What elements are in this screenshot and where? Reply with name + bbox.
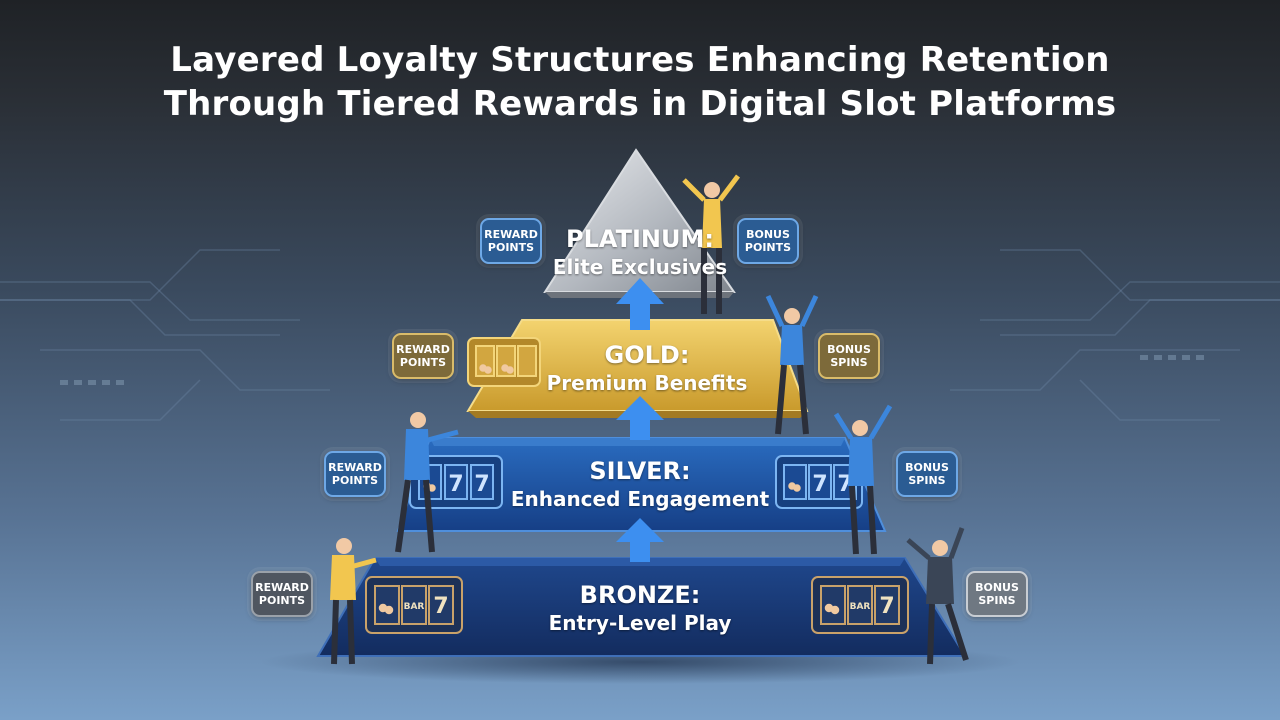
person-silver-right bbox=[833, 404, 893, 555]
reward-points-badge: REWARD POINTS bbox=[251, 571, 313, 617]
title-line-1: Layered Loyalty Structures Enhancing Ret… bbox=[170, 40, 1110, 80]
page-title: Layered Loyalty Structures Enhancing Ret… bbox=[0, 38, 1280, 126]
person-gold bbox=[765, 294, 819, 435]
svg-text:7: 7 bbox=[433, 594, 448, 619]
tier-name: PLATINUM: bbox=[566, 225, 714, 253]
tier-bronze-label: BRONZE: Entry-Level Play bbox=[520, 580, 760, 636]
tier-subtitle: Enhanced Engagement bbox=[510, 487, 770, 511]
svg-text:BAR: BAR bbox=[850, 602, 871, 612]
svg-text:7: 7 bbox=[812, 472, 827, 497]
reward-points-badge: REWARD POINTS bbox=[480, 218, 542, 264]
slot-machine-icon bbox=[365, 337, 909, 634]
person-silver-left bbox=[395, 412, 459, 553]
arrow-up-icon bbox=[616, 278, 664, 562]
reward-points-badge: REWARD POINTS bbox=[324, 451, 386, 497]
circuit-lines bbox=[0, 249, 1280, 421]
tier-gold-label: GOLD: Premium Benefits bbox=[520, 340, 774, 396]
tier-name: SILVER: bbox=[589, 457, 691, 485]
svg-text:7: 7 bbox=[474, 472, 489, 497]
person-figures bbox=[330, 174, 969, 665]
tier-platinum-label: PLATINUM: Elite Exclusives bbox=[540, 224, 740, 280]
tier-silver-label: SILVER: Enhanced Engagement bbox=[490, 456, 790, 512]
tier-subtitle: Entry-Level Play bbox=[548, 611, 732, 635]
tier-subtitle: Elite Exclusives bbox=[552, 255, 728, 279]
person-bronze-left bbox=[330, 538, 377, 665]
bonus-spins-badge: BONUS SPINS bbox=[966, 571, 1028, 617]
person-bronze-right bbox=[906, 527, 969, 665]
person-platinum bbox=[682, 174, 740, 314]
bonus-points-badge: BONUS POINTS bbox=[737, 218, 799, 264]
slot-seven-symbols: 7 7 7 7 7 7 BAR BAR bbox=[404, 472, 895, 619]
tier-silver-block bbox=[396, 437, 887, 532]
circuit-dashes bbox=[60, 355, 1204, 385]
bonus-spins-badge: BONUS SPINS bbox=[896, 451, 958, 497]
tier-name: BRONZE: bbox=[579, 581, 701, 609]
svg-text:7: 7 bbox=[448, 472, 463, 497]
title-line-2: Through Tiered Rewards in Digital Slot P… bbox=[163, 84, 1117, 124]
tier-subtitle: Premium Benefits bbox=[546, 371, 748, 395]
cherry-icon bbox=[378, 364, 840, 615]
svg-text:7: 7 bbox=[879, 594, 894, 619]
svg-text:BAR: BAR bbox=[404, 602, 425, 612]
reward-points-badge: REWARD POINTS bbox=[392, 333, 454, 379]
bonus-spins-badge: BONUS SPINS bbox=[818, 333, 880, 379]
tier-name: GOLD: bbox=[604, 341, 690, 369]
